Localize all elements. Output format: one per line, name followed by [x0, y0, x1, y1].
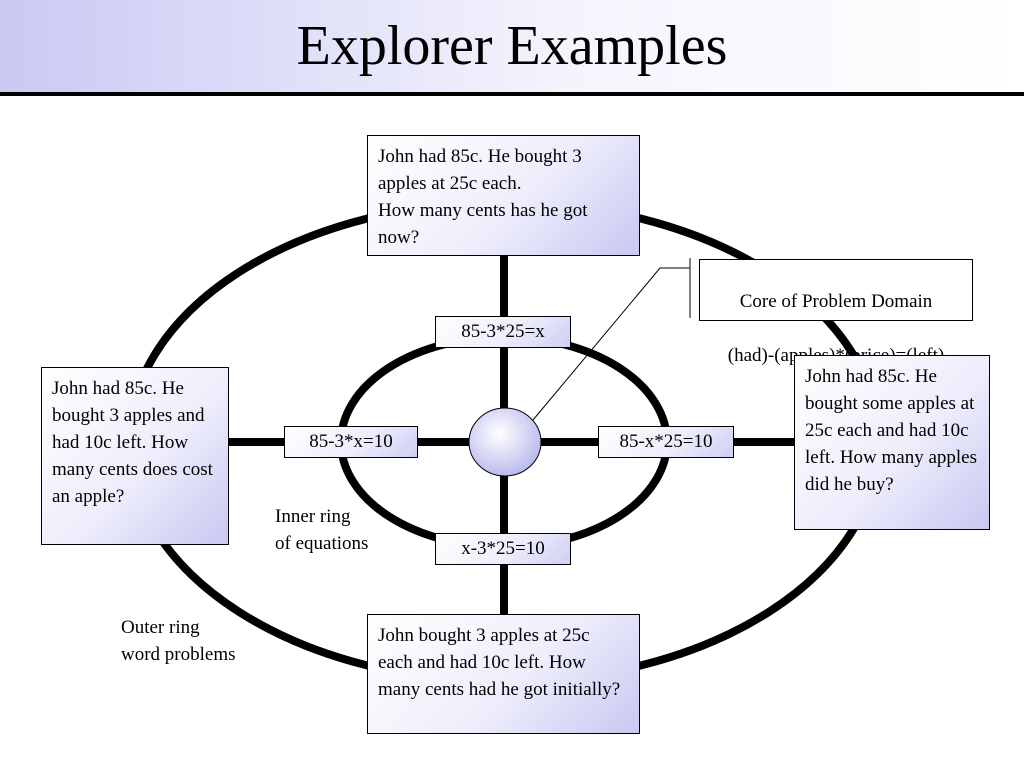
equation-right: 85-x*25=10	[598, 426, 734, 458]
page-title: Explorer Examples	[296, 15, 728, 77]
core-node	[468, 407, 542, 477]
word-problem-left: John had 85c. He bought 3 apples and had…	[41, 367, 229, 545]
equation-left: 85-3*x=10	[284, 426, 418, 458]
inner-ring-label: Inner ring of equations	[275, 506, 369, 554]
equation-top: 85-3*25=x	[435, 316, 571, 348]
core-domain-box: Core of Problem Domain (had)-(apples)*(p…	[699, 259, 973, 366]
word-problem-top: John had 85c. He bought 3 apples at 25c …	[367, 135, 640, 256]
word-problem-bottom: John bought 3 apples at 25c each and had…	[367, 614, 640, 734]
equation-bottom: x-3*25=10	[435, 533, 571, 565]
word-problem-right: John had 85c. He bought some apples at 2…	[794, 355, 990, 530]
title-rule	[0, 92, 1024, 96]
core-callout-line	[532, 267, 690, 421]
title-band	[0, 0, 1024, 92]
core-domain-title: Core of Problem Domain	[739, 291, 933, 312]
outer-ring-label: Outer ring word problems	[121, 617, 236, 665]
